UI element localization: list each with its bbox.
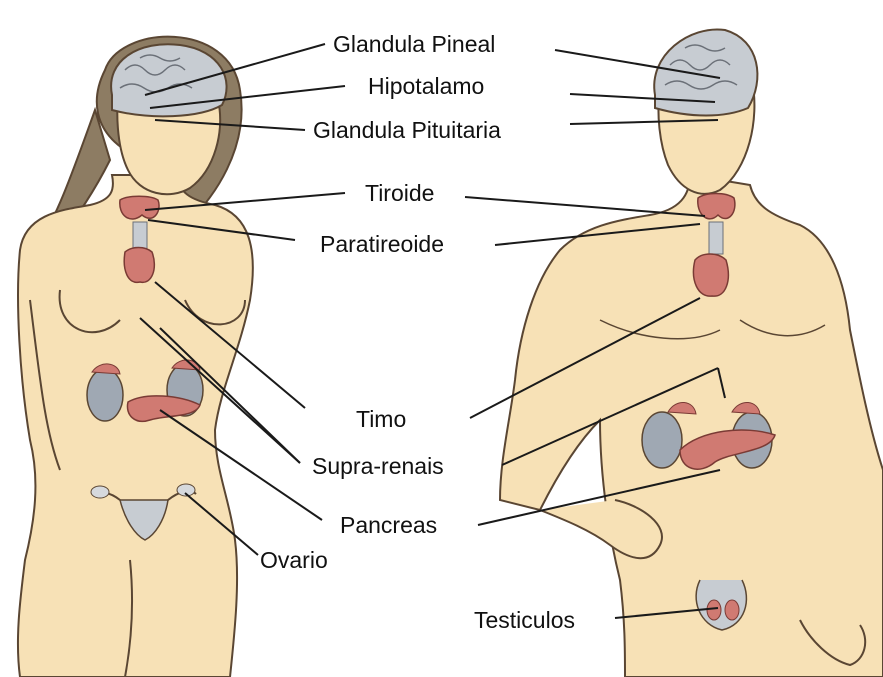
label-thymus: Timo [356, 406, 406, 432]
label-pituitary: Glandula Pituitaria [313, 117, 501, 143]
male-kidney-left [642, 412, 682, 468]
label-hypothalamus: Hipotalamo [368, 73, 484, 99]
female-kidney-left [87, 369, 123, 421]
male-torso [500, 175, 883, 677]
label-testes: Testiculos [474, 607, 575, 633]
label-thyroid: Tiroide [365, 180, 434, 206]
female-thymus [124, 248, 154, 283]
female-thyroid [120, 196, 159, 219]
female-figure [18, 37, 253, 677]
male-figure [500, 29, 883, 677]
male-brain [654, 29, 757, 115]
male-testis-left [707, 600, 721, 620]
label-pancreas: Pancreas [340, 512, 437, 538]
label-pineal: Glandula Pineal [333, 31, 495, 57]
male-testis-right [725, 600, 739, 620]
male-trachea [709, 222, 723, 254]
label-parathyroid: Paratireoide [320, 231, 444, 257]
female-ovary-left [91, 486, 109, 498]
leader-thyroid-male [465, 197, 705, 216]
label-ovary: Ovario [260, 547, 328, 573]
male-thymus [694, 254, 729, 296]
female-trachea [133, 222, 147, 250]
label-adrenal: Supra-renais [312, 453, 444, 479]
